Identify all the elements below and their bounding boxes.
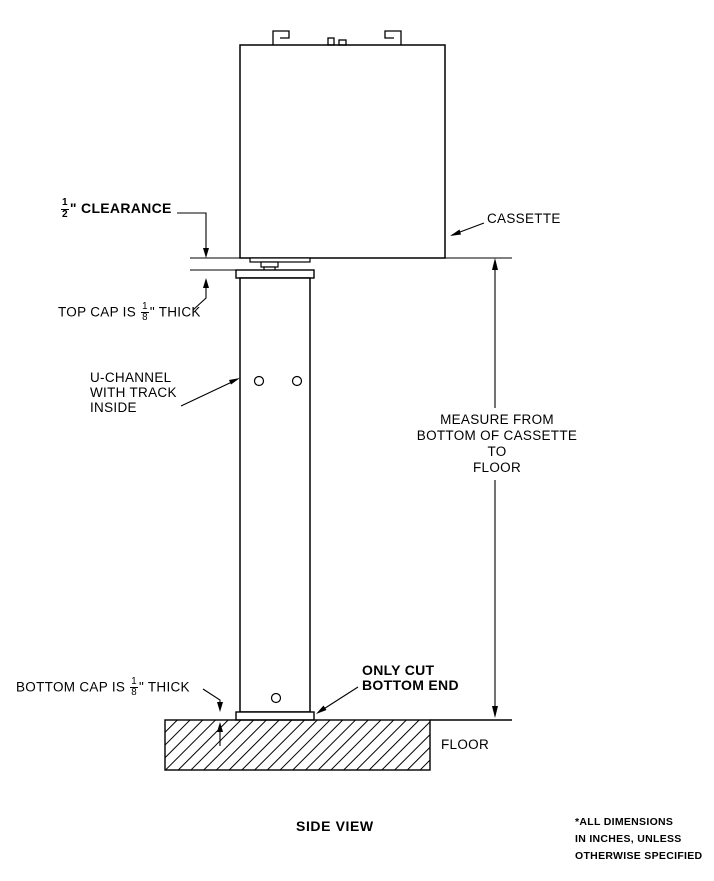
fraction-numerator: 1	[141, 301, 149, 314]
fraction-denominator: 8	[142, 312, 148, 324]
trolley-assembly	[249, 257, 311, 272]
arrowhead-icons	[203, 229, 498, 732]
u-channel-label-line3: INSIDE	[90, 400, 137, 415]
u-channel	[239, 277, 311, 713]
bottom-cap-text-post: " THICK	[138, 679, 190, 695]
u-channel-label-line2: WITH TRACK	[90, 385, 177, 400]
u-channel-label: U-CHANNEL WITH TRACK INSIDE	[90, 370, 177, 415]
fraction-denominator: 8	[131, 687, 137, 699]
top-cap-text-post: " THICK	[149, 304, 201, 320]
dimension-lines	[177, 212, 496, 746]
bottom-cap	[235, 711, 315, 721]
extension-lines	[190, 257, 512, 271]
footnote-line2: IN INCHES, UNLESS	[575, 833, 682, 845]
measure-label-line4: FLOOR	[472, 460, 521, 475]
measure-label-line2: BOTTOM OF CASSETTE	[416, 428, 578, 443]
only-cut-label-line2: BOTTOM END	[362, 677, 459, 693]
clearance-text: " CLEARANCE	[69, 199, 172, 216]
fraction-numerator: 1	[130, 676, 138, 689]
only-cut-label: ONLY CUT BOTTOM END	[362, 663, 459, 693]
bottom-cap-text-pre: BOTTOM CAP IS	[16, 679, 130, 695]
fraction-denominator: 2	[62, 208, 68, 220]
floor-section	[164, 719, 512, 771]
cassette-body	[239, 44, 446, 259]
view-title: SIDE VIEW	[296, 818, 374, 834]
cassette-label: CASSETTE	[487, 211, 561, 226]
u-channel-label-line1: U-CHANNEL	[90, 370, 172, 385]
fraction-numerator: 1	[61, 197, 69, 210]
footnote-line3: OTHERWISE SPECIFIED	[575, 850, 703, 862]
top-cap	[235, 269, 315, 279]
dimensions-footnote: *ALL DIMENSIONS IN INCHES, UNLESS OTHERW…	[575, 814, 702, 865]
measure-label: MEASURE FROM BOTTOM OF CASSETTE TO FLOOR	[415, 408, 579, 480]
measure-label-line1: MEASURE FROM	[440, 412, 554, 427]
top-cap-text-pre: TOP CAP IS	[58, 304, 141, 320]
measure-label-line3: TO	[487, 444, 507, 459]
only-cut-label-line1: ONLY CUT	[362, 662, 435, 678]
floor-label: FLOOR	[441, 737, 490, 752]
footnote-line1: *ALL DIMENSIONS	[575, 816, 674, 828]
cassette-mount-hook-icon	[272, 30, 402, 46]
